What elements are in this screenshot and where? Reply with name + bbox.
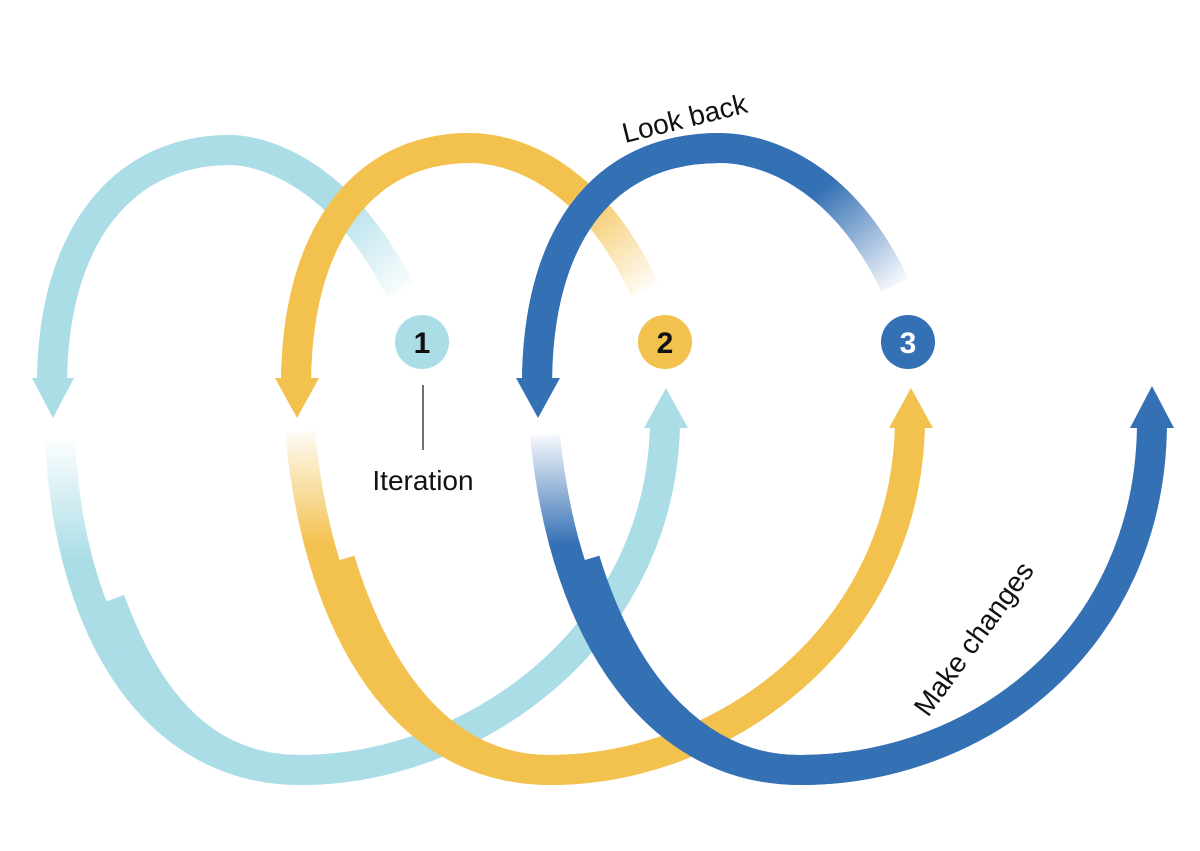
iteration-circle-1 bbox=[395, 315, 449, 369]
loop-1-top-arc bbox=[32, 134, 414, 418]
loop-3-bottom-arc bbox=[530, 386, 1174, 786]
iteration-marker-2: 2 bbox=[638, 315, 692, 369]
iteration-number-1: 1 bbox=[414, 327, 431, 360]
iteration-number-2: 2 bbox=[657, 327, 674, 360]
loop-3-arrowhead-up bbox=[1130, 386, 1174, 428]
loop-1-arrowhead-up bbox=[644, 388, 688, 428]
loop-2-bottom-arc bbox=[285, 388, 933, 786]
iteration-number-3: 3 bbox=[900, 327, 917, 360]
iteration-marker-3: 3 bbox=[881, 315, 935, 369]
iteration-circle-3 bbox=[881, 315, 935, 369]
loop-3-arrowhead-down bbox=[516, 378, 560, 418]
iteration-marker-1: 1 bbox=[395, 315, 449, 369]
loop-2-arrowhead-down bbox=[275, 378, 319, 418]
iteration-label: Iteration bbox=[372, 465, 473, 496]
loop-1-arrowhead-down bbox=[32, 378, 74, 418]
loop-2-arrowhead-up bbox=[889, 388, 933, 428]
loop-3-top-arc bbox=[516, 132, 909, 418]
iteration-circle-2 bbox=[638, 315, 692, 369]
